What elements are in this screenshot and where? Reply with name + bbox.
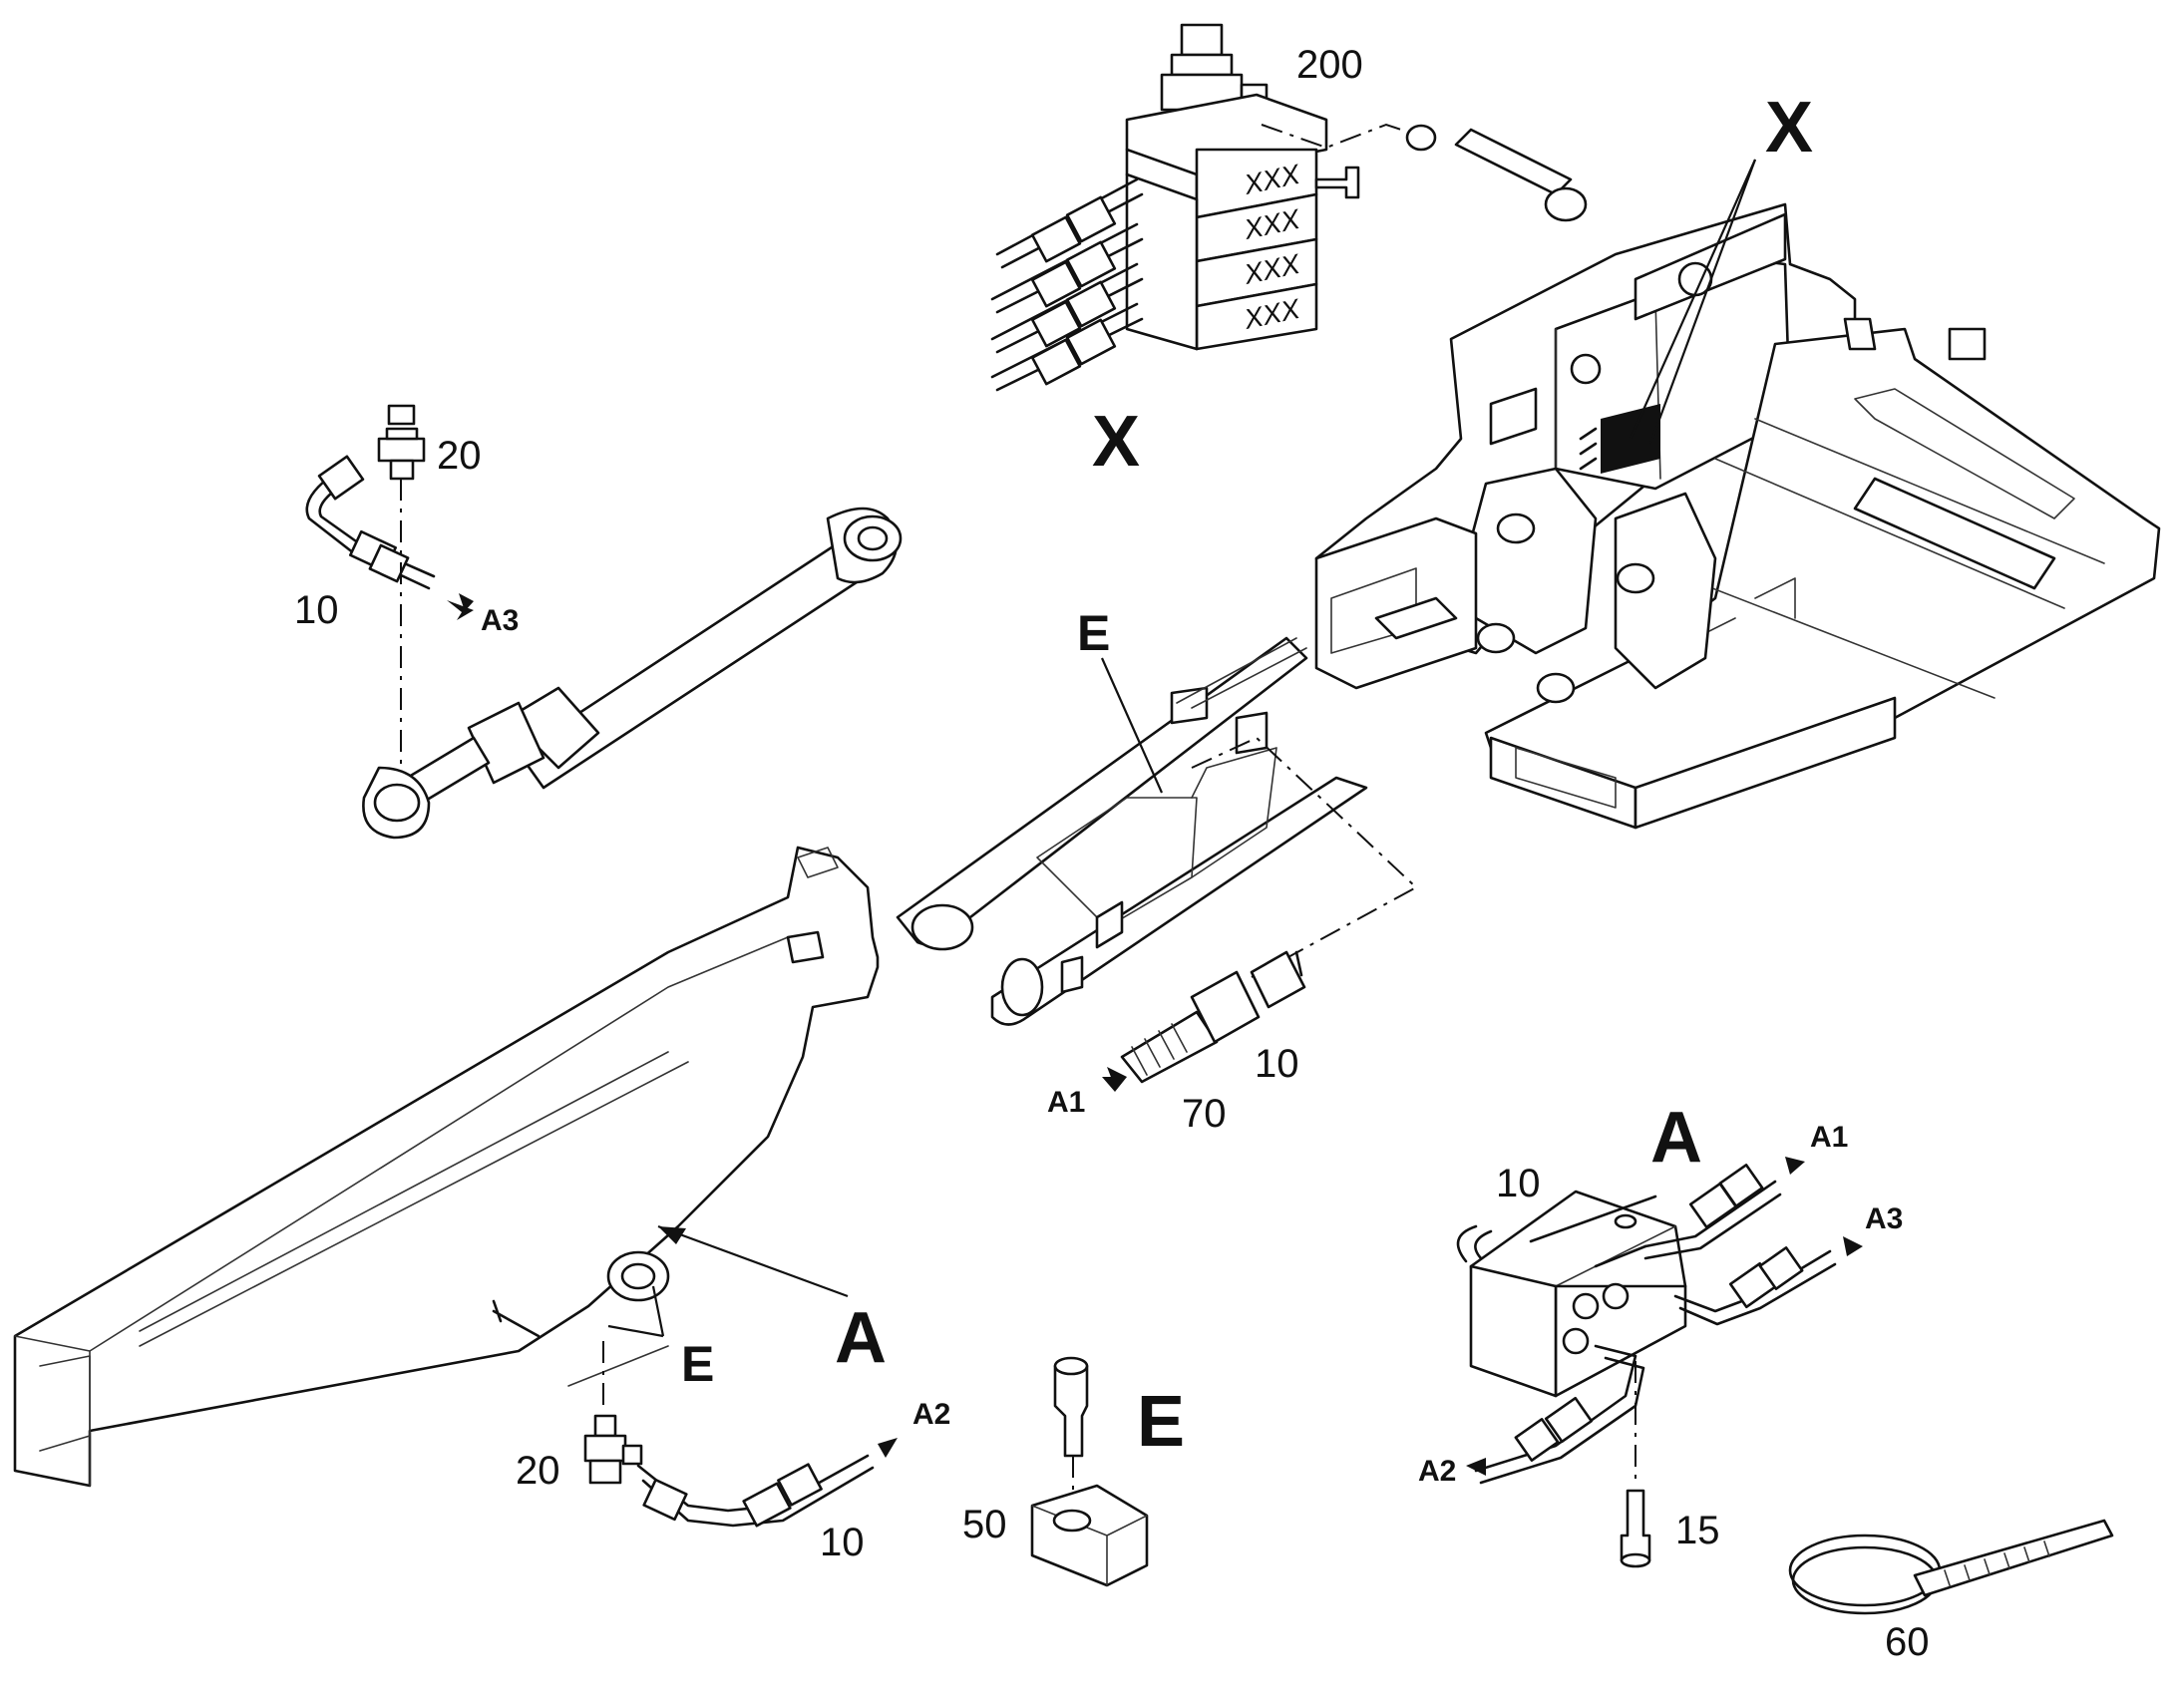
bolt-and-clamp-50 — [1030, 1356, 1149, 1587]
pointer-x — [1629, 159, 1757, 445]
upper-carriage-frame — [1314, 202, 2161, 830]
mounting-bolt — [1261, 123, 1588, 222]
label-part-20-cylinder: 20 — [437, 434, 482, 478]
pipe-10-arm — [636, 1454, 875, 1528]
distributor-block-200: XXX XXX XXX XXX — [990, 23, 1588, 392]
label-view-e-lower: E — [681, 1336, 714, 1392]
label-arrow-a2-block: A2 — [1418, 1455, 1456, 1488]
boom-end-e — [896, 636, 1368, 1026]
bolt-15 — [1620, 1489, 1651, 1568]
label-view-x-pointer: X — [1765, 88, 1813, 168]
stick-arm — [13, 846, 880, 1488]
label-part-70: 70 — [1182, 1092, 1227, 1136]
label-view-e-upper: E — [1077, 605, 1110, 661]
label-part-50: 50 — [962, 1503, 1007, 1546]
label-part-200: 200 — [1296, 43, 1363, 87]
label-arrow-a1-fitting: A1 — [1047, 1086, 1085, 1119]
fitting-20-arm — [583, 1414, 643, 1485]
label-part-20-arm: 20 — [516, 1449, 560, 1493]
cable-tie-60 — [1788, 1519, 2114, 1615]
label-arrow-a3-block: A3 — [1865, 1202, 1903, 1235]
pipe-10-cylinder — [305, 455, 436, 590]
hydraulic-cylinder — [362, 507, 903, 840]
label-arrow-a1-block: A1 — [1810, 1121, 1848, 1154]
label-part-60: 60 — [1885, 1620, 1930, 1664]
distributor-section-1: XXX — [1195, 148, 1318, 219]
label-view-e-detail: E — [1137, 1382, 1185, 1462]
label-arrow-a2-arm: A2 — [912, 1398, 950, 1431]
distributor-outlet-pipes — [990, 177, 1144, 392]
label-view-x-detail: X — [1092, 402, 1140, 482]
label-part-10-fitting: 10 — [1255, 1042, 1299, 1086]
junction-block-a — [1456, 1164, 1837, 1485]
grease-fitting-10-70 — [1120, 950, 1306, 1084]
label-part-15: 15 — [1675, 1509, 1720, 1552]
fitting-20-cylinder — [377, 404, 426, 481]
label-part-10-block: 10 — [1496, 1162, 1541, 1205]
label-view-a-detail: A — [1650, 1098, 1702, 1178]
label-view-a-pointer: A — [835, 1298, 887, 1378]
label-part-10-arm: 10 — [820, 1521, 865, 1564]
label-arrow-a3-cylinder: A3 — [481, 604, 519, 637]
label-part-10-cylinder: 10 — [294, 588, 339, 632]
